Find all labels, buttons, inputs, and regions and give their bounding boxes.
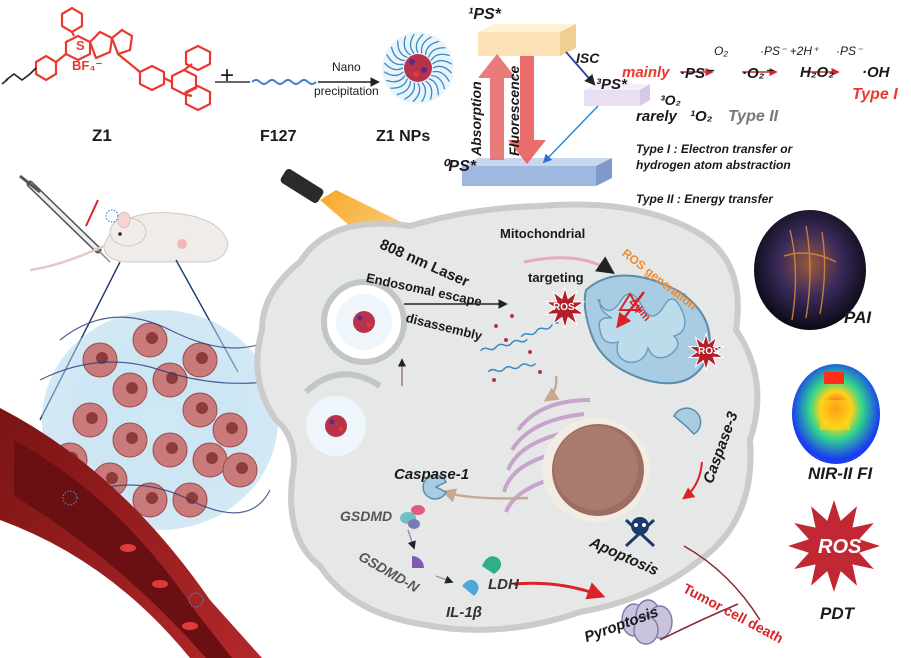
disassembled-chains [480,322,560,373]
z1-nps-label: Z1 NPs [376,128,431,145]
type2-desc: Type II : Energy transfer [636,192,773,206]
laser-device [280,169,324,203]
caspase-3-protein [673,407,702,435]
s0-state-label: ⁰PS* [442,158,476,175]
mainly-label: mainly [622,64,670,81]
pdt-ros-label: ROS [818,536,862,558]
process-label-1: Nano [332,60,361,74]
mitochondrion [583,274,711,385]
o2-reactant-label: ³O₂ [660,92,681,108]
nir-label: NIR-II FI [808,464,873,483]
type1-label: Type I [852,86,898,103]
rarely-label: rarely [636,108,677,125]
ros-burst-label-1: ROS [553,302,575,313]
chain-h2o2-label: H₂O₂ [800,64,834,81]
jablonski-diagram [462,24,840,186]
pyroptosis-cell-icon [621,599,673,645]
nir-ii-image [792,364,880,464]
chain-o2-label: O₂ [714,44,728,58]
il1b-label: IL-1β [446,604,482,621]
type2-label: Type II [728,108,779,125]
tumor-tissue [39,310,281,530]
pai-image [754,210,866,330]
pai-label: PAI [844,308,872,327]
gsdmd-n-fragment [412,556,424,568]
chain-oh-label: ·OH [862,64,890,81]
endocytosis-micelle [303,371,382,456]
pdt-label: PDT [820,604,854,623]
mito-label-1: Mitochondrial [500,226,586,241]
z1-label: Z1 [92,126,112,145]
skull-icon [624,517,656,548]
z1-molecule [34,6,212,112]
chain-superoxide-label: ·O₂⁻ [742,65,773,82]
endosome [321,279,407,365]
caspase1-label: Caspase-1 [394,466,470,483]
gsdmd-protein [400,505,425,529]
type1-desc-line2: hydrogen atom abstraction [636,158,791,172]
f127-label: F127 [260,128,297,145]
mouse [29,211,229,272]
chain-ps-label: ·PS⁻ [680,65,713,82]
plus-sign: + [220,62,235,89]
t1-state-label: ³PS* [596,76,627,93]
f127-polymer [251,79,317,85]
il-1b-ldh-release [462,556,502,596]
ros-burst-1 [544,286,586,330]
ros-burst-2 [687,332,725,372]
z1-nps-micelle [382,32,454,104]
s1-state-label: ¹PS* [468,6,501,23]
pdt-ros-star [788,500,880,592]
fluorescence-label: Fluorescence [506,65,522,156]
blood-vessel [0,408,262,658]
ldh-label: LDH [488,576,519,593]
syringe [19,174,111,263]
bf4-label: BF₄⁻ [72,58,103,73]
chain-ps3-label: ·PS⁻ [836,44,863,58]
caspase-1-protein [422,474,447,500]
nucleus [542,418,650,522]
mito-label-2: targeting [528,270,584,285]
gsdmd-label: GSDMD [340,508,393,524]
propargyl-chain [1,67,37,85]
isc-label: ISC [576,50,600,66]
absorption-label: Absorption [468,81,484,156]
singlet-o2-label: ¹O₂ [690,108,713,125]
type1-desc-line1: Type I : Electron transfer or [636,142,793,156]
chain-ps2-label: ·PS⁻ +2H⁺ [760,44,819,58]
s-atom-label: S [76,38,85,53]
process-label-2: precipitation [314,84,379,98]
ros-burst-label-2: ROS [698,346,720,357]
